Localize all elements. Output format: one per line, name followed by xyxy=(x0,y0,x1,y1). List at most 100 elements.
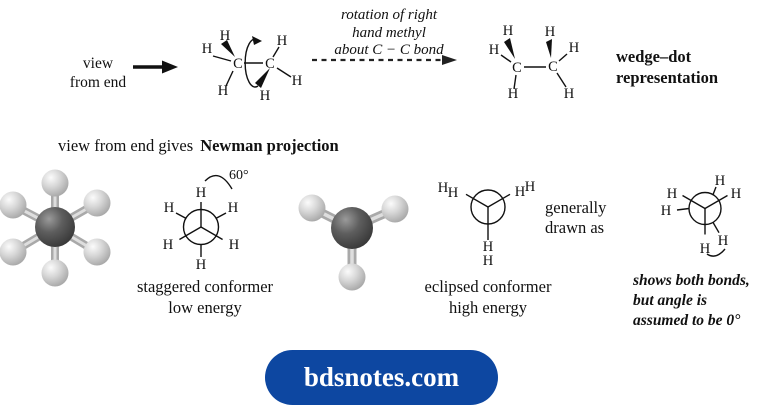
h-ball xyxy=(83,189,111,217)
h-ball xyxy=(298,194,326,222)
h-label: H xyxy=(715,173,726,189)
eclipsed-caption-line1: eclipsed conformer xyxy=(424,277,552,296)
h-label: H xyxy=(220,28,231,44)
front-bond xyxy=(487,193,511,208)
front-bond xyxy=(682,194,706,210)
bond-left-lower xyxy=(513,74,517,90)
front-bond xyxy=(200,226,223,241)
h-label: H xyxy=(483,239,494,255)
h-label: H xyxy=(218,83,229,99)
gives-text: view from end gives xyxy=(58,136,194,155)
h-label: H xyxy=(277,33,288,49)
bond-left-side xyxy=(500,54,512,63)
back-bond xyxy=(175,212,187,219)
wedge-dot-representation-label: wedge–dot representation xyxy=(616,46,718,88)
rotation-arrow-head xyxy=(252,36,262,45)
ball-stick-model-staggered xyxy=(0,169,111,287)
angle-label: 60° xyxy=(229,168,249,183)
h-label: H xyxy=(292,73,303,89)
back-bond xyxy=(712,222,720,234)
middle-heading: view from end gives Newman projection xyxy=(58,136,339,156)
note-line3: assumed to be 0° xyxy=(633,312,741,329)
h-ball xyxy=(0,191,27,219)
h-label: H xyxy=(163,237,174,253)
bond-right-upper xyxy=(272,46,280,58)
wedge-bond-right xyxy=(255,68,270,88)
h-label: H xyxy=(438,180,449,196)
wedge-bond-left xyxy=(504,38,515,59)
dashed-arrow-head xyxy=(442,55,457,65)
h-ball xyxy=(41,259,69,287)
bond-right-side xyxy=(276,67,292,78)
rotation-note-line1: rotation of right xyxy=(340,7,438,23)
small-angle-arc xyxy=(706,248,726,257)
newman-projection-staggered: H H H H H H 60° xyxy=(163,168,249,273)
generally-line2: drawn as xyxy=(545,217,605,237)
staggered-caption-line2: low energy xyxy=(168,298,242,317)
c-label: C xyxy=(512,60,522,76)
h-label: H xyxy=(700,241,711,257)
rotation-note: rotation of right hand methyl about C − … xyxy=(310,7,468,60)
wedge-dot-structure-staggered: H H H C C H H H xyxy=(202,28,303,104)
newman-projection-eclipsed: H H H H H H xyxy=(438,179,536,269)
h-label: H xyxy=(164,200,175,216)
bond-right-lower xyxy=(556,72,567,88)
front-bond xyxy=(179,226,202,241)
h-label: H xyxy=(196,185,207,201)
h-label: H xyxy=(525,179,536,195)
h-label: H xyxy=(508,86,519,102)
back-bond xyxy=(712,186,717,195)
generally-drawn-as-label: generally drawn as xyxy=(545,198,606,237)
dashed-right-arrow-icon xyxy=(312,55,457,65)
h-label: H xyxy=(202,41,213,57)
c-label: C xyxy=(548,59,558,75)
h-label: H xyxy=(483,253,494,269)
angle-arc xyxy=(204,174,233,190)
eclipsed-caption-line2: high energy xyxy=(448,298,528,317)
ball-stick-model-eclipsed xyxy=(298,194,409,291)
bond-left-lower xyxy=(225,70,234,87)
bond-right-side xyxy=(558,53,568,62)
h-label: H xyxy=(718,233,729,249)
h-label: H xyxy=(731,186,742,202)
newman-projection-text: Newman projection xyxy=(200,136,339,155)
wedge-dot-structure-eclipsed: H H H C C H H H xyxy=(489,23,580,102)
view-from-end-line1: view xyxy=(82,55,114,72)
h-label: H xyxy=(228,200,239,216)
badge-text: bdsnotes.com xyxy=(303,362,460,392)
h-label: H xyxy=(545,24,556,40)
h-label: H xyxy=(515,184,526,200)
back-bond xyxy=(676,207,690,211)
c-label: C xyxy=(233,56,243,72)
bdsnotes-badge[interactable]: bdsnotes.com xyxy=(265,350,498,405)
view-from-end-label: view from end xyxy=(46,54,150,92)
back-bond xyxy=(215,212,227,219)
arrow-head xyxy=(162,60,178,74)
view-from-end-line2: from end xyxy=(69,74,127,91)
front-bond xyxy=(704,194,728,210)
newman-projection-both-bonds: H H H H H H xyxy=(661,173,742,257)
h-label: H xyxy=(448,185,459,201)
wedge-dot-line1: wedge–dot xyxy=(616,47,692,66)
c-label: C xyxy=(265,56,275,72)
h-label: H xyxy=(489,42,500,58)
h-ball xyxy=(338,263,366,291)
h-label: H xyxy=(661,203,672,219)
bold-right-arrow-icon xyxy=(133,60,178,74)
h-ball xyxy=(41,169,69,197)
both-bonds-note: shows both bonds, but angle is assumed t… xyxy=(633,271,750,331)
h-ball xyxy=(83,238,111,266)
carbon-ball xyxy=(331,207,373,249)
h-label: H xyxy=(196,257,207,273)
h-ball xyxy=(0,238,27,266)
h-label: H xyxy=(667,186,678,202)
wedge-bond-right xyxy=(546,39,552,58)
staggered-caption-line1: staggered conformer xyxy=(136,277,274,296)
eclipsed-caption: eclipsed conformer high energy xyxy=(398,276,578,318)
wedge-bond-left xyxy=(221,40,235,57)
h-label: H xyxy=(564,86,575,102)
h-ball xyxy=(381,195,409,223)
h-label: H xyxy=(569,40,580,56)
generally-line1: generally xyxy=(545,198,607,217)
